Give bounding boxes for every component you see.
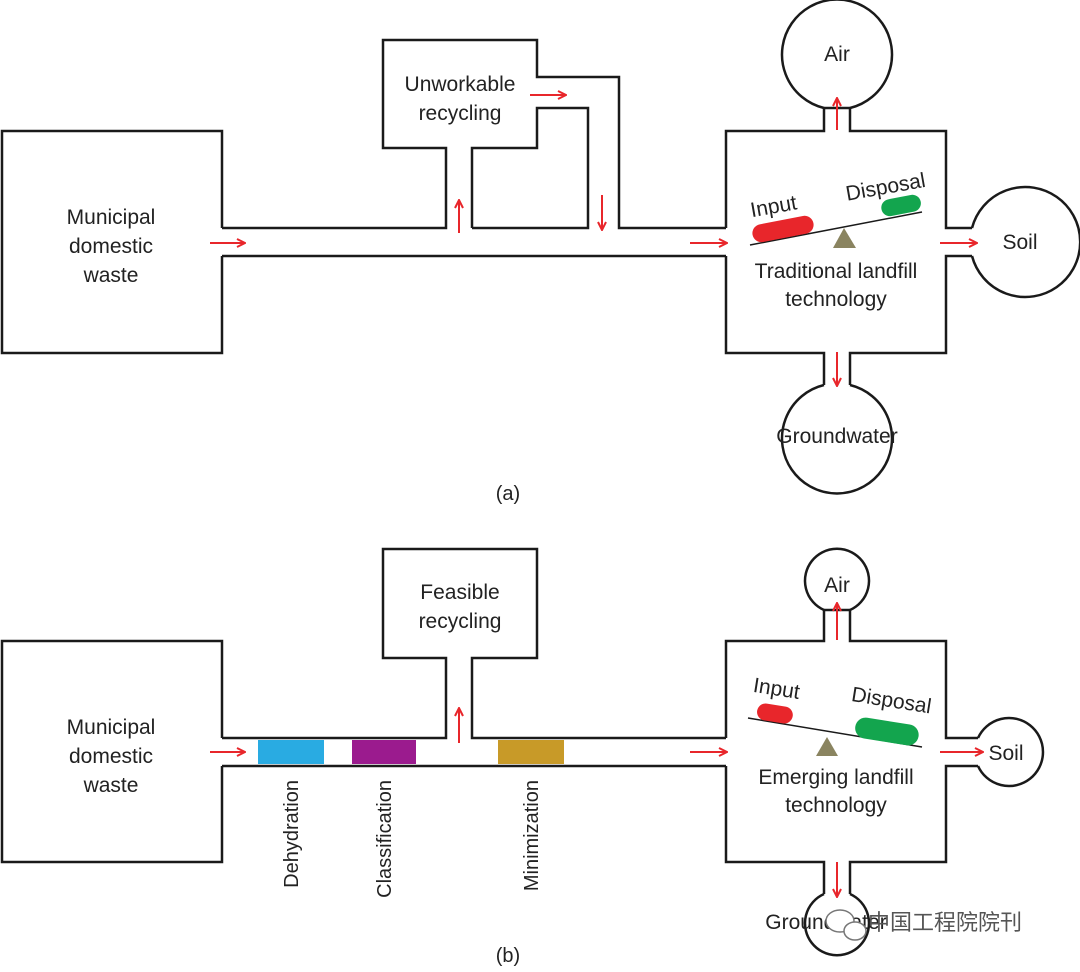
- air-node-a: [780, 0, 894, 110]
- recycling-label-line-2: recycling: [419, 102, 502, 125]
- panel-b: [0, 547, 1045, 957]
- landfill-label-line-2: technology: [785, 794, 887, 817]
- disposal-pill: [881, 194, 921, 217]
- dehydration-bar: [258, 740, 324, 764]
- panel-caption-b: (b): [496, 945, 520, 967]
- minimization-bar: [498, 740, 564, 764]
- dehydration-label: Dehydration: [281, 780, 303, 888]
- air-label: Air: [824, 574, 850, 597]
- pipe-top-b: [222, 547, 726, 740]
- source-box-b: [0, 639, 224, 864]
- soil-node-b: [976, 716, 1045, 788]
- soil-node-a: [970, 185, 1080, 299]
- fulcrum-icon: [816, 737, 838, 756]
- panel-a: [0, 0, 1080, 495]
- pipe-top-a: [222, 38, 726, 230]
- labels-b: Municipal domestic waste Feasible recycl…: [67, 574, 1024, 967]
- air-label: Air: [824, 43, 850, 66]
- classification-bar: [352, 740, 416, 764]
- landfill-label-line-1: Traditional landfill: [755, 260, 918, 283]
- source-label-line-2: domestic: [69, 235, 153, 258]
- groundwater-node-a: [780, 383, 894, 495]
- balance-beam: [749, 211, 923, 246]
- recycle-loop-a: [470, 106, 590, 230]
- landfill-label-line-1: Emerging landfill: [758, 766, 913, 789]
- balance-b: [747, 703, 923, 756]
- wechat-icon: [825, 909, 867, 941]
- source-label-line-2: domestic: [69, 745, 153, 768]
- input-pill: [757, 703, 793, 724]
- flow-arrows-b: [210, 603, 983, 897]
- balance-a: [749, 194, 923, 248]
- source-label-line-1: Municipal: [67, 206, 156, 229]
- input-label: Input: [752, 674, 802, 704]
- labels-a: Municipal domestic waste Unworkable recy…: [67, 43, 1038, 505]
- flow-arrows-a: [210, 95, 977, 386]
- classification-label: Classification: [374, 780, 396, 898]
- input-label: Input: [749, 191, 799, 222]
- watermark: 中国工程院院刊: [825, 909, 1022, 941]
- source-box-a: [0, 129, 224, 355]
- source-label-line-1: Municipal: [67, 716, 156, 739]
- groundwater-node-b: [803, 892, 871, 957]
- groundwater-label: Groundwater: [776, 425, 897, 448]
- watermark-text: 中国工程院院刊: [868, 910, 1022, 935]
- recycling-label-line-2: recycling: [419, 610, 502, 633]
- input-pill: [752, 215, 814, 243]
- disposal-pill: [855, 717, 919, 746]
- soil-label: Soil: [988, 742, 1023, 765]
- minimization-label: Minimization: [521, 780, 543, 891]
- fulcrum-icon: [833, 228, 856, 248]
- disposal-label: Disposal: [850, 683, 933, 718]
- recycling-label-line-1: Feasible: [420, 581, 499, 604]
- panel-caption-a: (a): [496, 483, 520, 505]
- process-steps-b: [258, 740, 564, 764]
- landfill-label-line-2: technology: [785, 288, 887, 311]
- source-label-line-3: waste: [83, 774, 139, 797]
- recycling-label-line-1: Unworkable: [405, 73, 516, 96]
- source-label-line-3: waste: [83, 264, 139, 287]
- soil-label: Soil: [1002, 231, 1037, 254]
- air-node-b: [803, 547, 871, 612]
